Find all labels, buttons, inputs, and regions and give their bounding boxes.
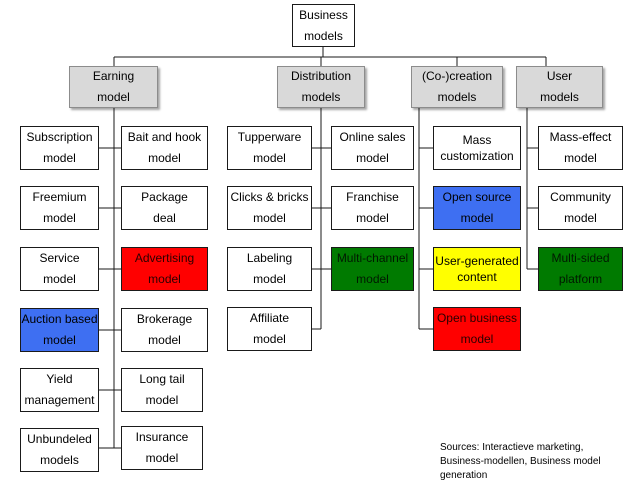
insurance-model: Insurance model: [121, 426, 203, 470]
affiliate-model: Affiliate model: [227, 307, 312, 351]
clicks-and-bricks-model: Clicks & bricks model: [227, 186, 312, 230]
category-distribution-models: Distribution models: [277, 66, 365, 108]
unbundeled-models: Unbundeled models: [20, 428, 99, 472]
business-models-root: Business models: [292, 4, 355, 47]
community-model: Community model: [538, 186, 623, 230]
open-business-model: Open business model: [433, 307, 521, 351]
category-user-models: User models: [516, 66, 603, 108]
subscription-model: Subscription model: [20, 126, 99, 170]
bait-and-hook-model: Bait and hook model: [121, 126, 208, 170]
mass-effect-model: Mass-effect model: [538, 126, 623, 170]
yield-management: Yield management: [20, 368, 99, 412]
user-generated-content: User-generated content: [433, 247, 521, 291]
franchise-model: Franchise model: [331, 186, 414, 230]
advertising-model: Advertising model: [121, 247, 208, 291]
service-model: Service model: [20, 247, 99, 291]
labeling-model: Labeling model: [227, 247, 312, 291]
online-sales-model: Online sales model: [331, 126, 414, 170]
long-tail-model: Long tail model: [121, 368, 203, 412]
package-deal: Package deal: [121, 186, 208, 230]
multi-channel-model: Multi-channel model: [331, 247, 414, 291]
category-earning-model: Earning model: [69, 66, 158, 108]
category-cocreation-models: (Co-)creation models: [411, 66, 503, 108]
freemium-model: Freemium model: [20, 186, 99, 230]
mass-customization: Mass customization: [433, 126, 521, 170]
tupperware-model: Tupperware model: [227, 126, 312, 170]
open-source-model: Open source model: [433, 186, 521, 230]
auction-based-model: Auction based model: [20, 308, 99, 352]
sources-note: Sources: Interactieve marketing, Busines…: [440, 442, 601, 481]
brokerage-model: Brokerage model: [121, 308, 208, 352]
multi-sided-platform: Multi-sided platform: [538, 247, 623, 291]
